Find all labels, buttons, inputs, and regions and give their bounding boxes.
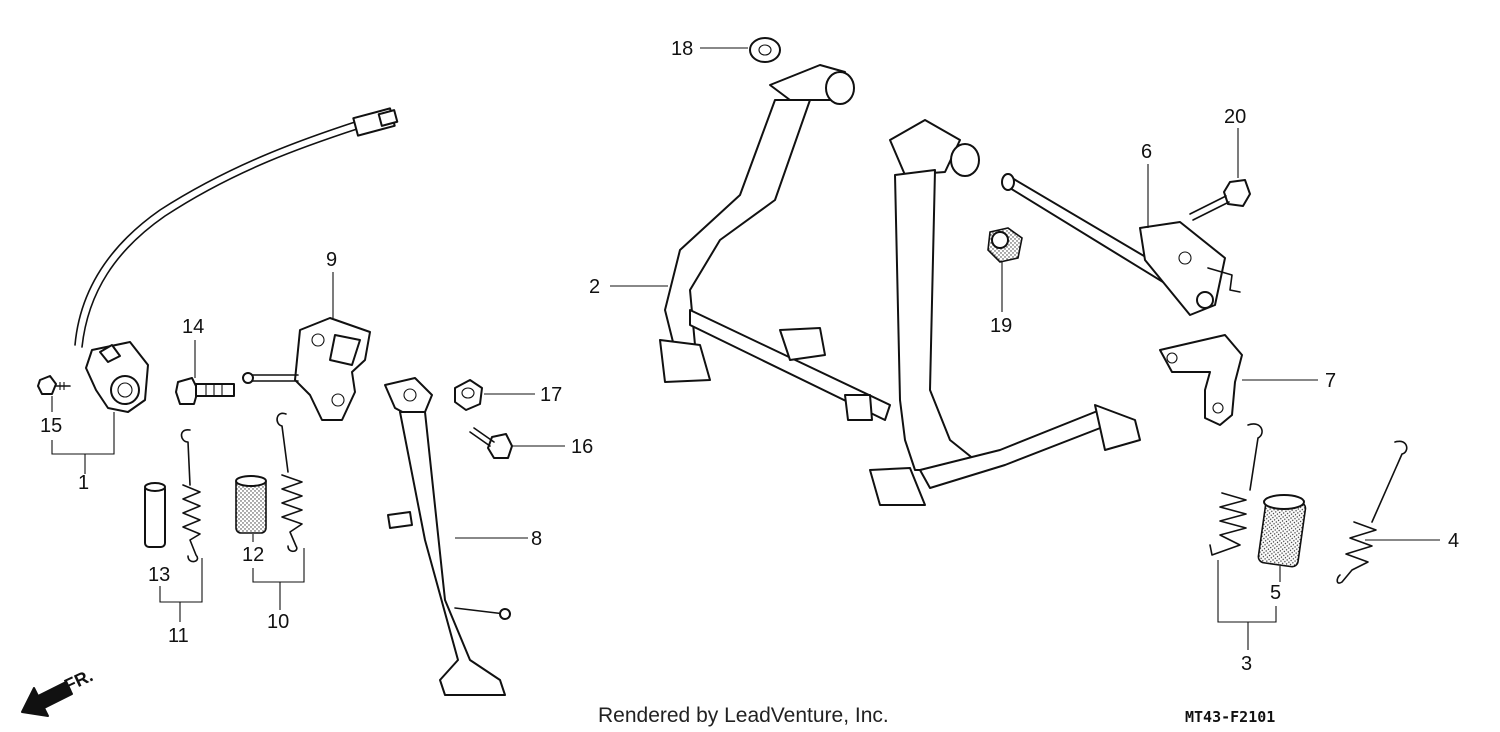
- callout-3: 3: [1241, 653, 1252, 675]
- bolt-16-part[interactable]: [469, 427, 513, 459]
- spring-10-part[interactable]: [276, 412, 303, 553]
- callout-11: 11: [168, 625, 189, 647]
- main-stand-2-part[interactable]: [659, 64, 1141, 506]
- callout-9: 9: [326, 249, 337, 271]
- side-stand-switch-part[interactable]: [74, 107, 399, 413]
- collar-13-part[interactable]: [144, 482, 166, 548]
- spring-11-part[interactable]: [180, 429, 201, 563]
- callout-20: 20: [1224, 106, 1246, 128]
- callout-4: 4: [1448, 530, 1459, 552]
- callout-19: 19: [990, 315, 1012, 337]
- collar-12-part[interactable]: [235, 475, 267, 534]
- diagram-code: MT43-F2101: [1185, 708, 1275, 726]
- nut-19-part[interactable]: [987, 227, 1023, 263]
- callout-7: 7: [1325, 370, 1336, 392]
- callout-8: 8: [531, 528, 542, 550]
- callout-16: 16: [571, 436, 593, 458]
- callout-10: 10: [267, 611, 289, 633]
- washer-18-part[interactable]: [749, 37, 781, 63]
- callout-14: 14: [182, 316, 204, 338]
- leader-lines: [51, 47, 1440, 650]
- spring-3-part[interactable]: [1209, 423, 1263, 556]
- callout-2: 2: [589, 276, 600, 298]
- credit-text: Rendered by LeadVenture, Inc.: [598, 704, 889, 727]
- bolt-15-part[interactable]: [37, 375, 71, 395]
- callout-6: 6: [1141, 141, 1152, 163]
- callout-13: 13: [148, 564, 170, 586]
- pivot-shaft-6-part[interactable]: [1001, 173, 1241, 316]
- nut-17-part[interactable]: [454, 379, 483, 411]
- bracket-9-part[interactable]: [242, 317, 371, 421]
- callout-15: 15: [40, 415, 62, 437]
- side-stand-8-part[interactable]: [384, 377, 511, 696]
- plate-7-part[interactable]: [1159, 334, 1243, 426]
- bolt-20-part[interactable]: [1189, 179, 1251, 221]
- spring-4-part[interactable]: [1336, 440, 1408, 584]
- front-direction-arrow: FR.: [21, 665, 96, 717]
- callout-17: 17: [540, 384, 562, 406]
- callout-18: 18: [671, 38, 693, 60]
- bolt-14-part[interactable]: [175, 377, 235, 405]
- collar-5-part[interactable]: [1257, 494, 1307, 568]
- callout-1: 1: [78, 472, 89, 494]
- callout-12: 12: [242, 544, 264, 566]
- callout-5: 5: [1270, 582, 1281, 604]
